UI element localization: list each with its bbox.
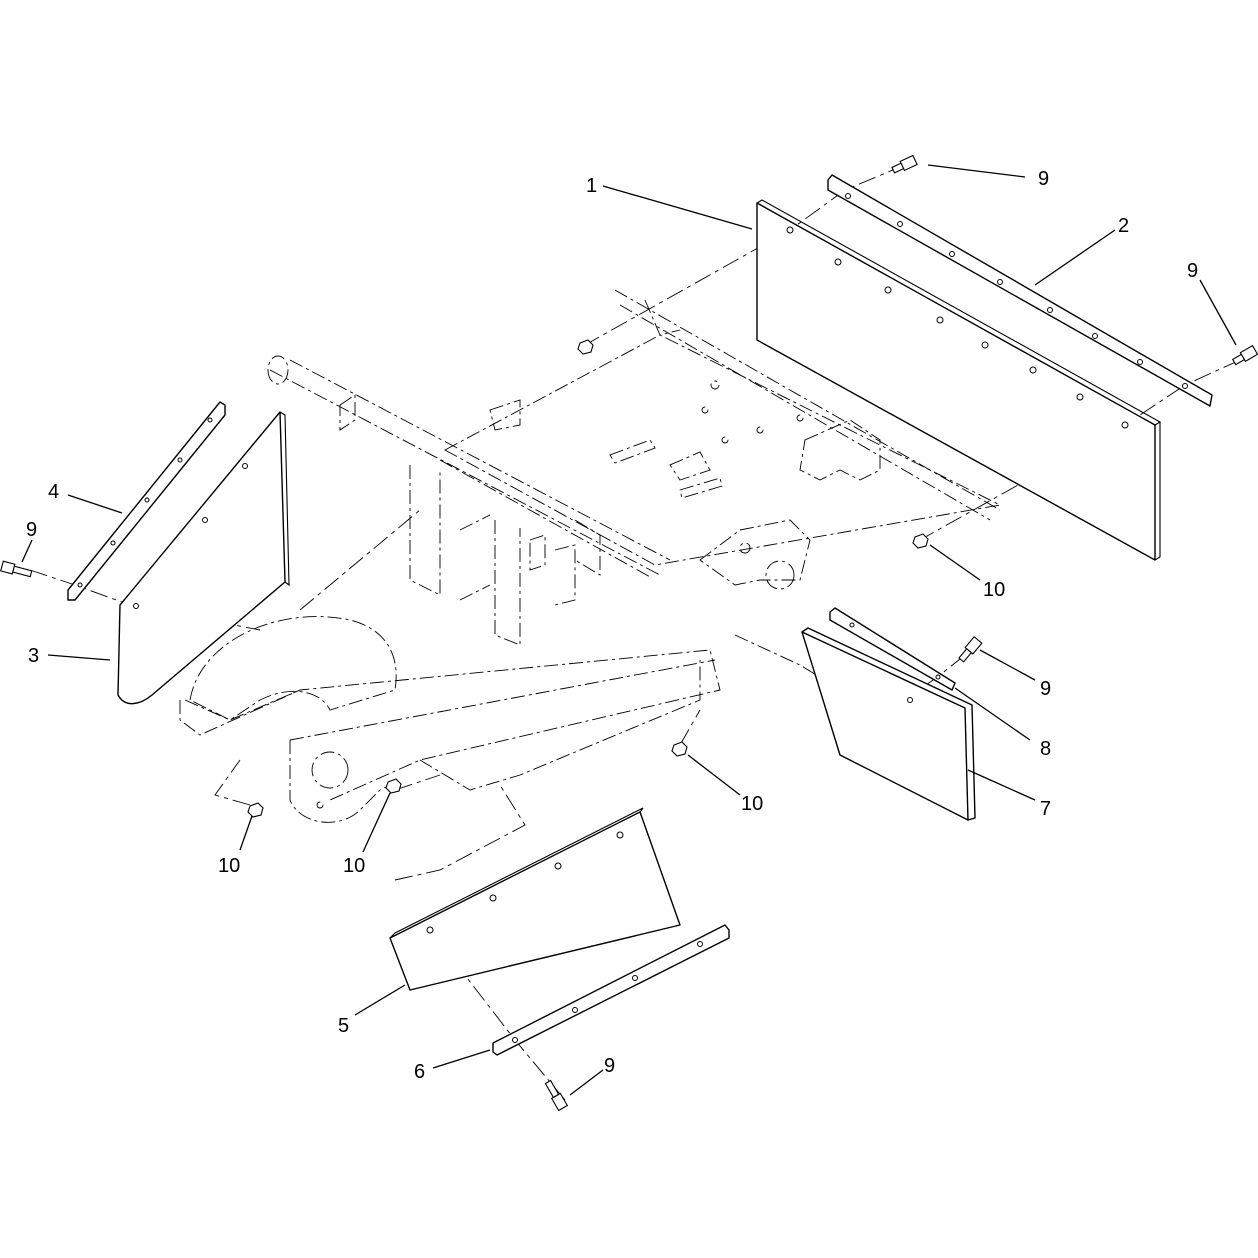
callout-10-right: 10	[983, 579, 1005, 601]
bolt-top-right	[891, 154, 918, 174]
callout-1: 1	[586, 175, 597, 197]
callout-2: 2	[1118, 215, 1129, 237]
callout-10-mid: 10	[741, 793, 763, 815]
nut-top	[577, 339, 594, 355]
part-7-right-shield	[801, 627, 976, 821]
callout-8: 8	[1040, 738, 1051, 760]
nut-center-lower	[385, 778, 402, 794]
bolt-left	[0, 560, 33, 578]
callout-9-right: 9	[1187, 260, 1198, 282]
callout-4: 4	[48, 481, 59, 503]
part-3-left-shield	[117, 411, 290, 705]
part-2-rear-strip	[827, 174, 1213, 407]
part-4-left-strip	[67, 401, 226, 601]
callout-9-top: 9	[1038, 168, 1049, 190]
callout-9-left: 9	[26, 519, 37, 541]
callout-5: 5	[338, 1015, 349, 1037]
callout-7: 7	[1040, 798, 1051, 820]
callout-10-left: 10	[218, 855, 240, 877]
nut-mid-lower	[671, 741, 688, 757]
nut-right	[912, 533, 929, 549]
part-8-right-strip	[829, 607, 956, 691]
nut-left-lower	[247, 802, 264, 818]
callout-9-bottom: 9	[604, 1055, 615, 1077]
part-5-lower-shield	[389, 807, 681, 991]
frame-phantom	[179, 289, 1002, 823]
part-1-rear-shield	[756, 199, 1162, 561]
callout-labels: 1 2 3 4 5 6 7 8 9 9 9 9 9 10 10 10 10	[26, 168, 1198, 1083]
callout-3: 3	[28, 645, 39, 667]
callout-6: 6	[414, 1061, 425, 1083]
leader-lines	[21, 164, 1237, 1096]
bolt-right-side	[958, 636, 983, 663]
callout-10-center: 10	[343, 855, 365, 877]
callout-9-right-side: 9	[1040, 678, 1051, 700]
part-6-lower-strip	[492, 924, 730, 1056]
bolt-bottom	[544, 1079, 569, 1112]
bolt-right-end	[1231, 344, 1258, 366]
